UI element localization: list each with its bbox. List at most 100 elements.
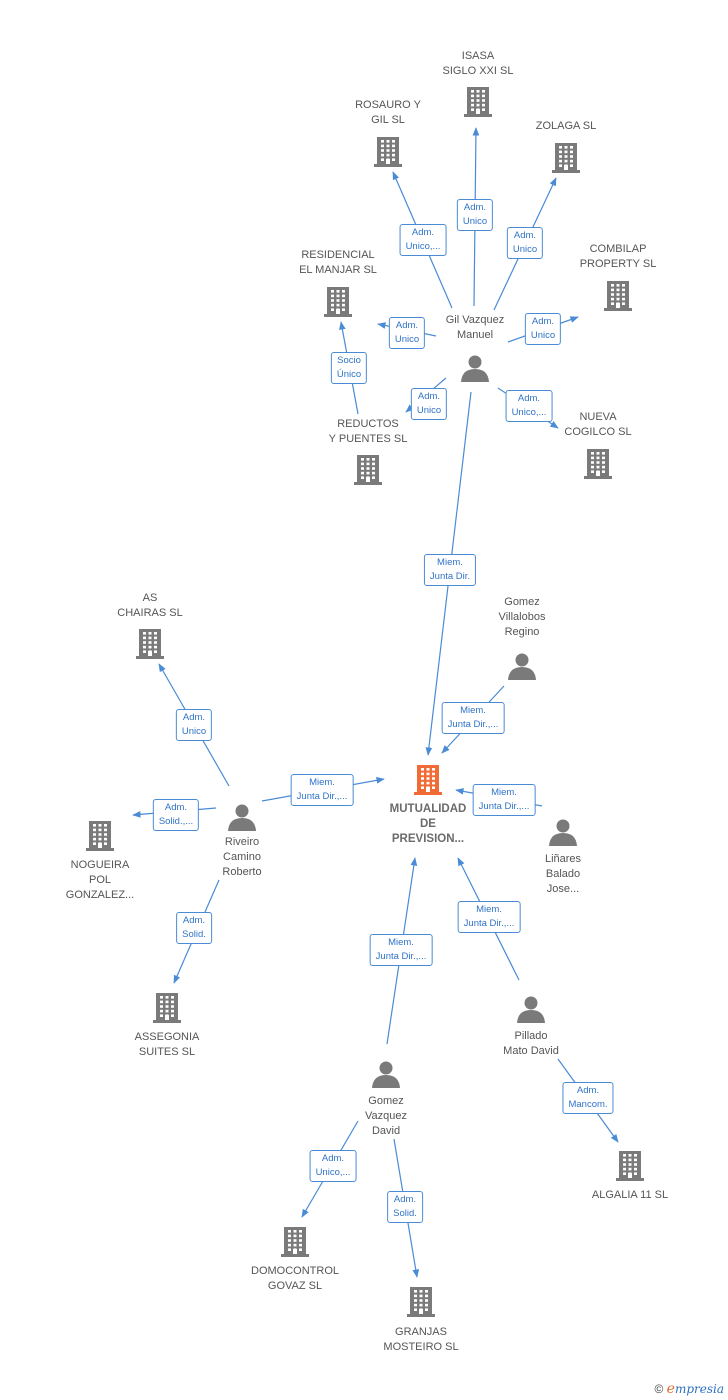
building-icon[interactable] — [86, 821, 114, 851]
node-label-algalia[interactable]: ALGALIA 11 SL — [592, 1188, 668, 1203]
edge-label-gilvazquez-to-combilap[interactable]: Adm. Unico — [524, 313, 562, 345]
brand-name: empresia — [666, 1381, 724, 1397]
node-label-residencial[interactable]: RESIDENCIAL EL MANJAR SL — [299, 248, 377, 278]
person-icon[interactable] — [549, 819, 577, 847]
edge-label-line: Solid. — [182, 929, 206, 940]
building-icon[interactable] — [153, 993, 181, 1023]
node-label-line: GONZALEZ... — [65, 889, 135, 901]
node-label-line: Camino — [223, 851, 261, 863]
edge-label-riveiro-to-nogueira[interactable]: Adm.Solid.,... — [152, 799, 200, 831]
node-label-line: Vazquez — [365, 1110, 407, 1122]
node-label-line: NUEVA — [579, 411, 617, 423]
building-icon[interactable] — [584, 449, 612, 479]
edge-label-riveiro-to-aschairas[interactable]: Adm.Unico — [175, 709, 213, 741]
edge-label-line: Adm. — [393, 1194, 417, 1205]
building-icon[interactable] — [407, 1287, 435, 1317]
edge-label-line: Unico — [530, 330, 556, 341]
empresia-logo: © empresia — [654, 1381, 724, 1397]
edge-label-gilvazquez-to-reductos[interactable]: Adm.Unico — [410, 388, 448, 420]
edge-label-gilvazquez-to-residencial[interactable]: Adm. Unico — [388, 317, 426, 349]
edge-label-line: Adm. — [531, 316, 555, 327]
edge-label-line: Unico,... — [315, 1167, 351, 1178]
copyright-symbol: © — [654, 1382, 664, 1396]
person-icon[interactable] — [372, 1061, 400, 1089]
edge-label-gilvazquez-to-zolaga[interactable]: Adm.Unico — [506, 227, 544, 259]
edge-label-line: Adm. — [395, 320, 419, 331]
edge-label-pillado-to-algalia[interactable]: Adm.Mancom. — [562, 1082, 614, 1114]
node-label-line: Villalobos — [498, 611, 546, 623]
edge-label-gilvazquez-to-isasa[interactable]: Adm.Unico — [456, 199, 494, 231]
edge-label-riveiro-to-assegonia[interactable]: Adm. Solid. — [176, 912, 212, 944]
node-label-zolaga[interactable]: ZOLAGA SL — [536, 119, 597, 134]
building-icon[interactable] — [324, 287, 352, 317]
edge-label-line: Junta Dir.,... — [447, 719, 499, 730]
edge-label-line: Junta Dir. — [429, 571, 471, 582]
person-icon[interactable] — [228, 804, 256, 832]
edge-label-line: Unico,... — [405, 241, 441, 252]
edge-label-line: Mancom. — [568, 1099, 608, 1110]
node-label-line: MOSTEIRO SL — [383, 1341, 459, 1353]
building-icon[interactable] — [464, 87, 492, 117]
building-icon[interactable] — [374, 137, 402, 167]
edge-label-gomezvazquez-to-mutualidad[interactable]: Miem.Junta Dir.,... — [369, 934, 433, 966]
person-icon[interactable] — [508, 653, 536, 681]
person-icon[interactable] — [461, 355, 489, 383]
node-label-line: Mato David — [503, 1045, 559, 1057]
edge-label-line: Adm. — [164, 802, 188, 813]
building-icon[interactable] — [136, 629, 164, 659]
edge-label-gilvazquez-to-nuevacogilco[interactable]: Adm.Unico,... — [505, 390, 553, 422]
edge-label-gomezvazquez-to-granjas[interactable]: Adm.Solid. — [387, 1191, 423, 1223]
edge-label-line: Adm. — [411, 227, 435, 238]
edge-label-gomezvillalobos-to-mutualidad[interactable]: Miem.Junta Dir.,... — [441, 702, 505, 734]
node-label-nogueira[interactable]: NOGUEIRA POL GONZALEZ... — [66, 858, 134, 903]
edge-label-line: Adm. — [182, 915, 206, 926]
edge-label-line: Adm. — [463, 202, 487, 213]
building-icon[interactable] — [354, 455, 382, 485]
node-label-line: SIGLO XXI SL — [442, 65, 514, 77]
edge-label-line: Junta Dir.,... — [296, 791, 348, 802]
edge-label-gilvazquez-to-mutualidad[interactable]: Miem.Junta Dir. — [423, 554, 477, 586]
node-label-line: NOGUEIRA — [70, 859, 130, 871]
edge-label-line: Unico — [394, 334, 420, 345]
edge-label-pillado-to-mutualidad[interactable]: Miem.Junta Dir.,... — [457, 901, 521, 933]
edge-label-line: Junta Dir.,... — [478, 801, 530, 812]
person-icon[interactable] — [517, 996, 545, 1024]
edge-label-gilvazquez-to-rosauro[interactable]: Adm. Unico,... — [399, 224, 447, 256]
building-icon[interactable] — [281, 1227, 309, 1257]
edge-label-line: Único — [336, 369, 362, 380]
edge-label-riveiro-to-mutualidad[interactable]: Miem.Junta Dir.,... — [290, 774, 354, 806]
node-label-line: POL — [88, 874, 111, 886]
building-icon[interactable] — [414, 765, 442, 795]
node-label-line: Regino — [504, 626, 540, 638]
building-icon[interactable] — [604, 281, 632, 311]
edge-label-line: Adm. — [517, 393, 541, 404]
edge-label-line: Unico — [512, 244, 538, 255]
building-icon[interactable] — [616, 1151, 644, 1181]
node-label-line: EL MANJAR SL — [299, 264, 377, 276]
edge-label-gomezvazquez-to-domocontrol[interactable]: Adm.Unico,... — [309, 1150, 357, 1182]
node-label-line: David — [371, 1125, 401, 1137]
node-label-line: REDUCTOS — [337, 418, 399, 430]
building-icon[interactable] — [552, 143, 580, 173]
edge-label-line: Unico — [416, 405, 442, 416]
edge-label-linares-to-mutualidad[interactable]: Miem.Junta Dir.,... — [472, 784, 536, 816]
node-label-line: RESIDENCIAL — [301, 249, 375, 261]
node-label-line: PROPERTY SL — [579, 258, 657, 270]
